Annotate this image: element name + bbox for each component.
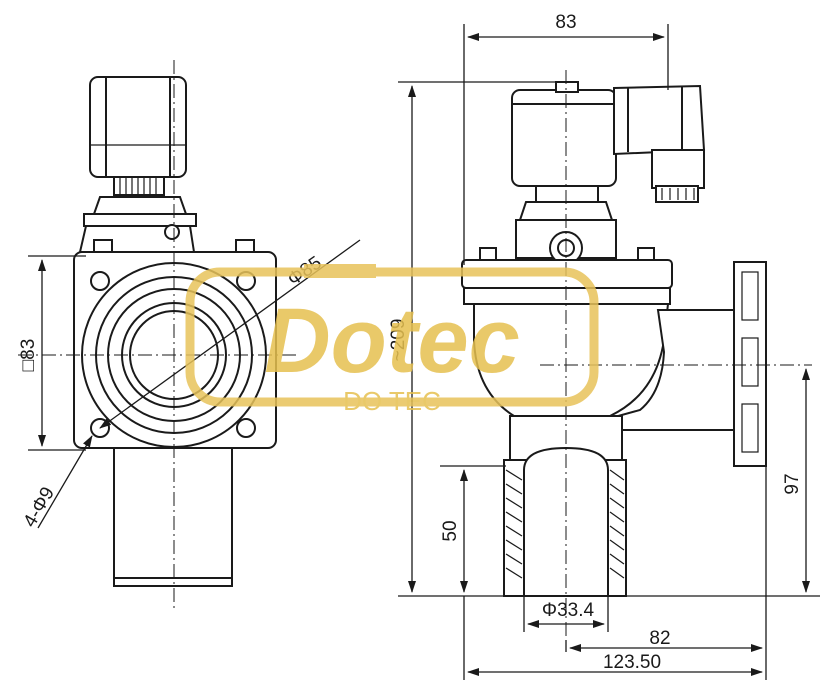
bolt-holes-label: 4-Φ9: [19, 484, 58, 531]
outlet-height-label: 97: [782, 473, 803, 494]
top-width-label: 83: [555, 12, 576, 33]
solenoid-coil: [89, 76, 187, 178]
bolt-hole: [236, 418, 256, 438]
side-view: [461, 70, 812, 640]
side-flange: [733, 261, 767, 467]
flange-square-label: □83: [18, 339, 39, 372]
watermark-sub-text: DO TEC: [343, 386, 441, 416]
overall-height-label: ~209: [388, 319, 409, 362]
bonnet: [92, 196, 188, 215]
bolt-hole: [90, 271, 110, 291]
watermark-logo-text: Dotec: [264, 290, 520, 392]
outlet-diameter-label: Φ33.4: [542, 600, 595, 621]
dotec-watermark: Dotec DO TEC: [185, 264, 599, 416]
outlet-length-label: 50: [440, 520, 461, 541]
outlet-offset-label: 82: [649, 628, 670, 649]
front-view: [18, 60, 300, 610]
overall-width-label: 123.50: [603, 652, 661, 673]
side-view-dimensions: 83 ~209 50 97 Φ33.4 82 123.50: [388, 12, 820, 680]
